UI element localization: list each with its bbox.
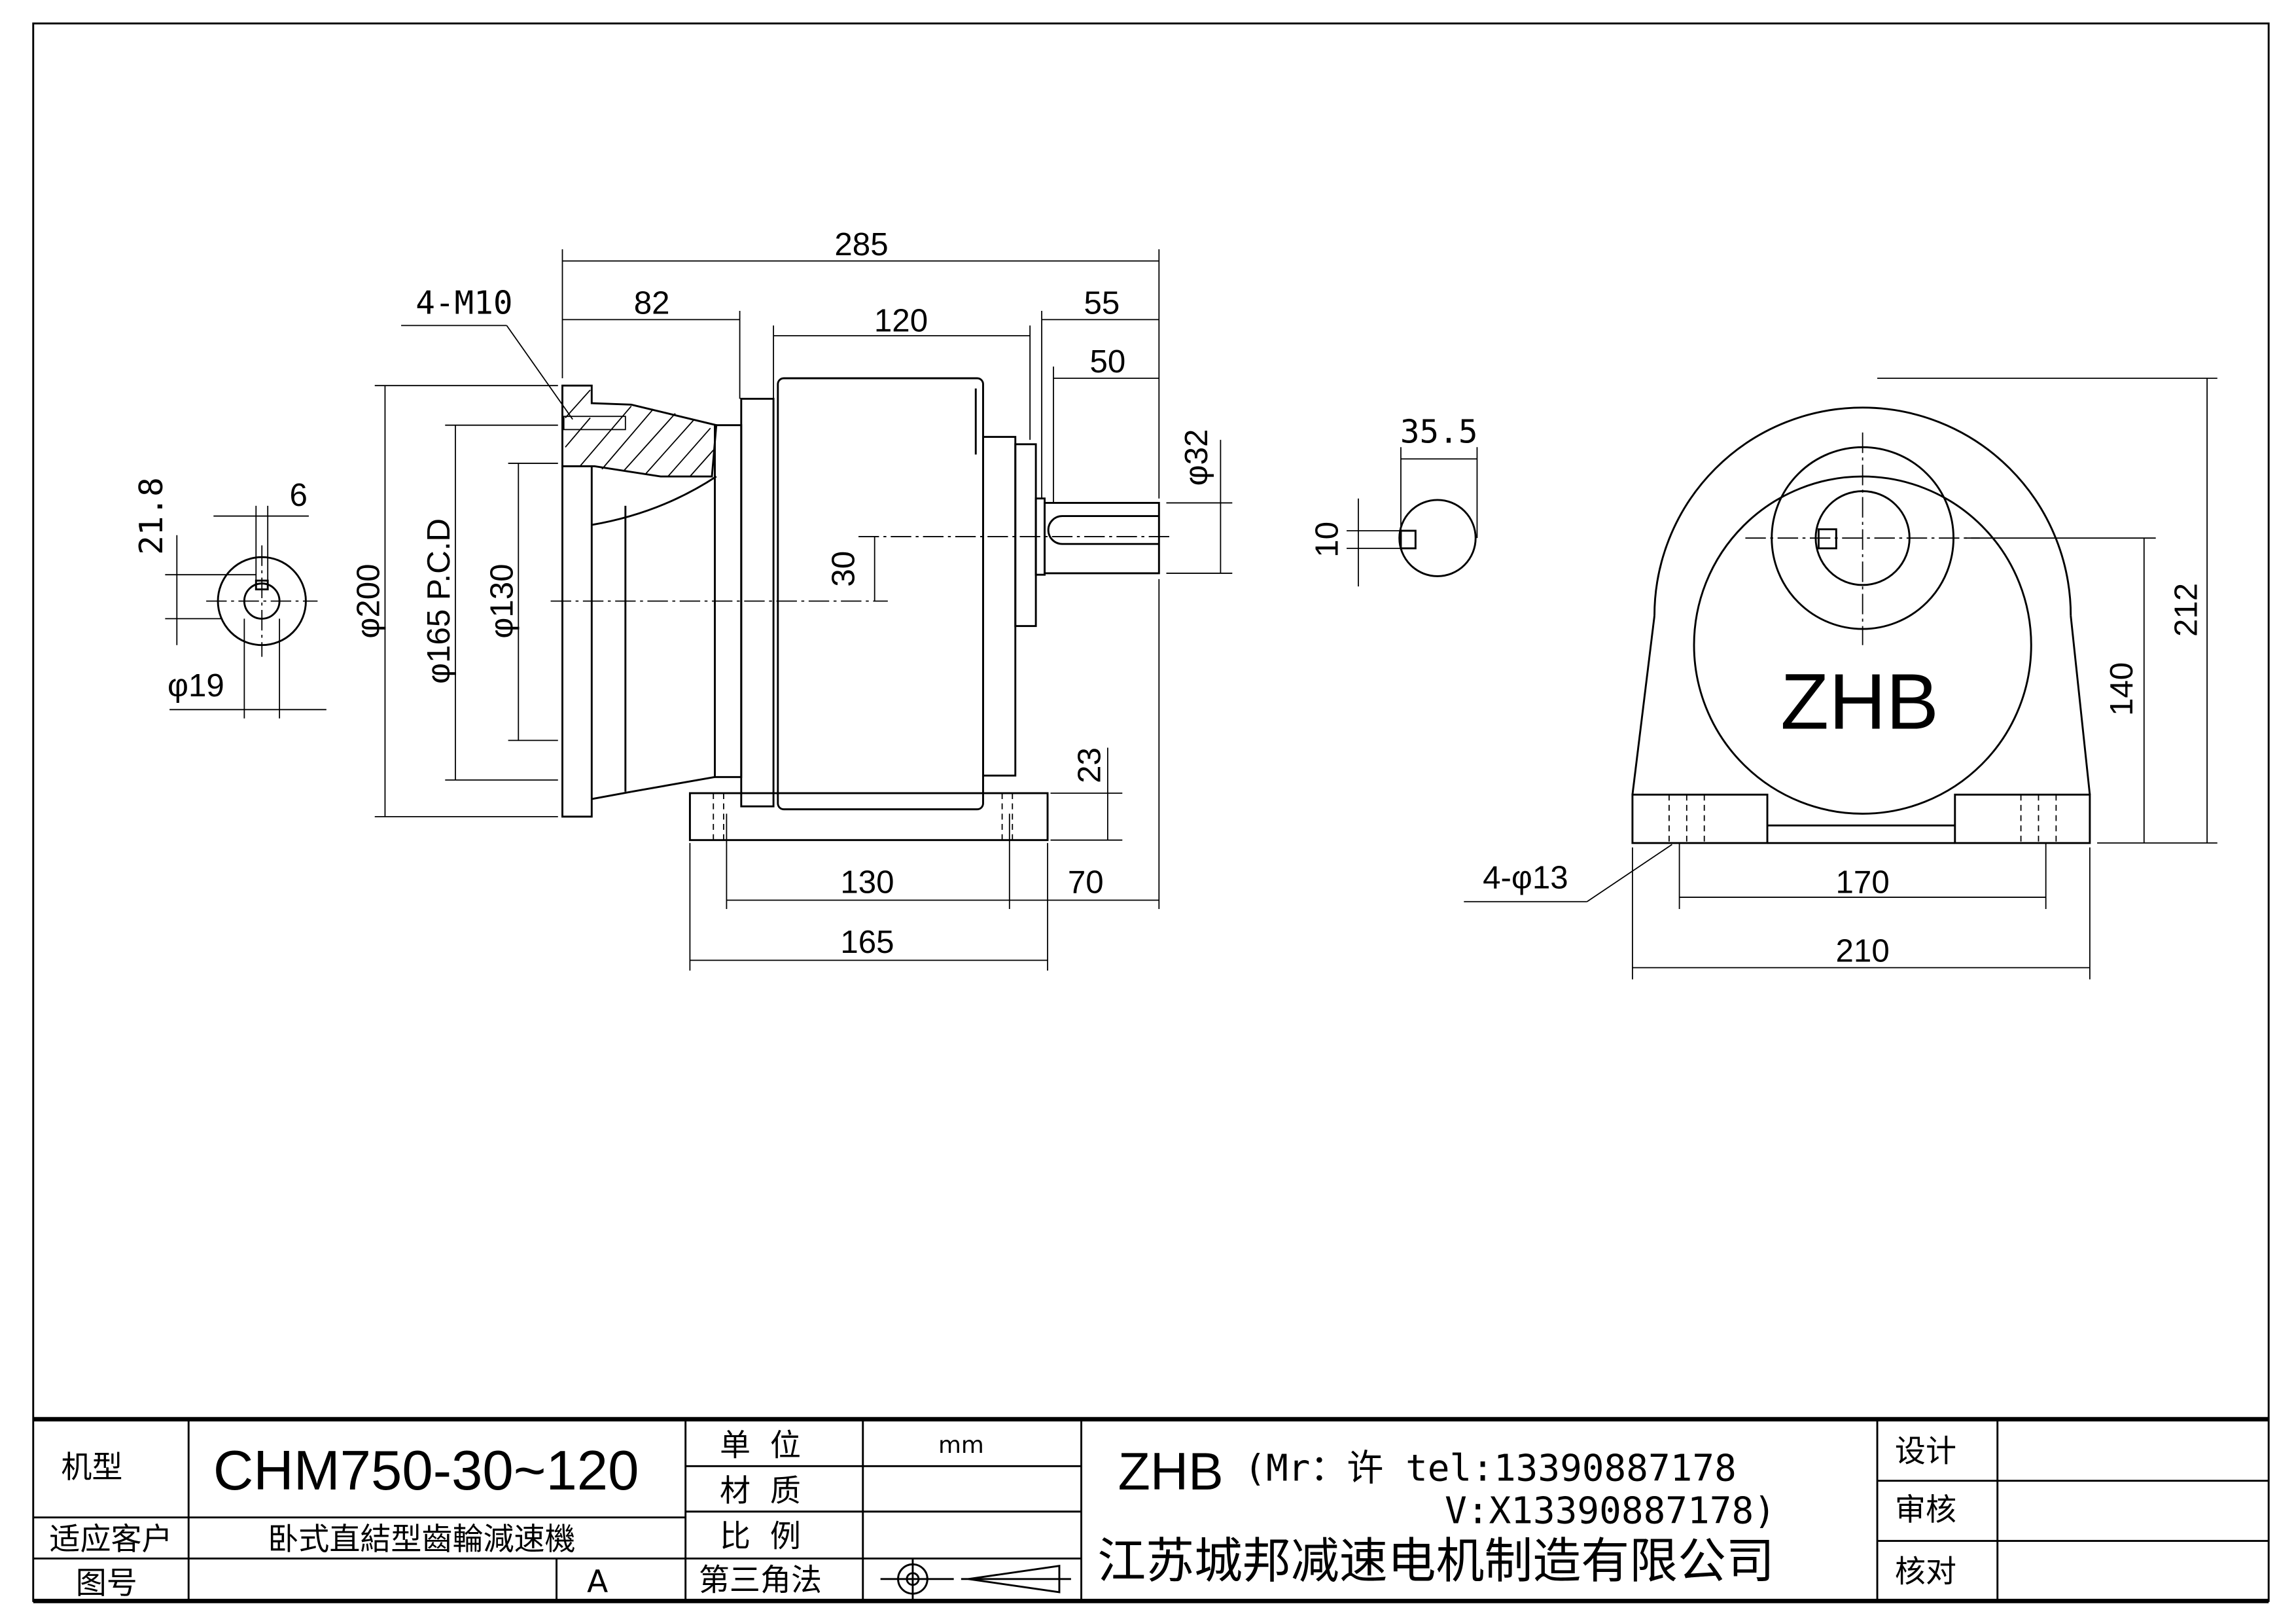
dim-165: 165	[840, 924, 894, 960]
projection-label: 第三角法	[699, 1563, 822, 1599]
dim-shaft-diameter: φ32	[1178, 429, 1214, 486]
model-value: CHM750-30~120	[213, 1440, 639, 1502]
title-block: 机型 CHM750-30~120 适应客户 卧式直結型齒輪減速機 图号 A 单 …	[33, 1417, 2269, 1603]
label-4-m10: 4-M10	[415, 283, 512, 321]
front-plate	[740, 397, 775, 808]
dim-170: 170	[1836, 864, 1890, 900]
dim-70: 70	[1068, 864, 1104, 900]
dim-phi19: φ19	[168, 668, 224, 704]
foot-left	[1631, 793, 1769, 844]
end-view: ZHB 212 140 170 210 4-φ13	[1464, 378, 2217, 980]
material-label: 材 质	[720, 1473, 801, 1509]
brand: ZHB	[1118, 1442, 1224, 1501]
drawing-no-label: 图号	[76, 1565, 137, 1601]
foot-right	[1954, 793, 2091, 844]
output-key-view: 35.5 10	[1309, 413, 1478, 587]
shaft-keyway	[1047, 515, 1159, 545]
customer-value: 卧式直結型齒輪減速機	[268, 1522, 575, 1558]
dim-210: 210	[1836, 933, 1890, 969]
third-angle-projection-icon	[880, 1558, 1071, 1601]
dim-140: 140	[2104, 662, 2140, 716]
dim-phi130: φ130	[484, 563, 520, 638]
label-4-phi13: 4-φ13	[1483, 860, 1568, 896]
design-label: 设计	[1895, 1434, 1956, 1470]
customer-label: 适应客户	[49, 1522, 172, 1558]
dim-10: 10	[1309, 522, 1345, 558]
drawing-no-value: A	[587, 1564, 608, 1600]
unit-label: 单 位	[720, 1428, 801, 1464]
review-label: 审核	[1895, 1492, 1956, 1528]
dim-35-5: 35.5	[1400, 413, 1478, 451]
dim-phi200: φ200	[350, 563, 386, 638]
dim-82: 82	[634, 285, 670, 321]
contact-line1: (Mr：许 tel:13390887178	[1244, 1448, 1737, 1490]
company-name: 江苏城邦减速电机制造有限公司	[1097, 1533, 1775, 1590]
model-label: 机型	[61, 1450, 122, 1486]
dim-pcd: φ165 P.C.D	[421, 518, 457, 684]
check-label: 核对	[1895, 1554, 1956, 1590]
dim-130: 130	[840, 864, 894, 900]
dim-285: 285	[834, 226, 888, 262]
dim-212: 212	[2168, 583, 2204, 637]
dim-55: 55	[1084, 285, 1120, 321]
housing-logo: ZHB	[1780, 656, 1939, 745]
dim-50: 50	[1089, 344, 1125, 380]
scale-label: 比 例	[720, 1519, 801, 1555]
output-shaft	[1044, 501, 1160, 575]
base-foot	[688, 792, 1049, 842]
unit-value: mm	[938, 1432, 984, 1459]
contact-line2: V:X13390887178)	[1445, 1490, 1776, 1533]
dim-6: 6	[290, 477, 308, 513]
dim-23: 23	[1072, 747, 1108, 783]
input-bore-view: 21.8 6 φ19	[132, 477, 327, 719]
side-view: 285 82 120 55 50 4-M10 φ32 30 φ200 φ165 …	[350, 226, 1233, 971]
dim-21-8: 21.8	[132, 477, 170, 555]
flange	[561, 465, 593, 818]
dim-120: 120	[874, 302, 928, 338]
tapped-hole	[563, 416, 626, 431]
dim-30: 30	[825, 551, 861, 587]
